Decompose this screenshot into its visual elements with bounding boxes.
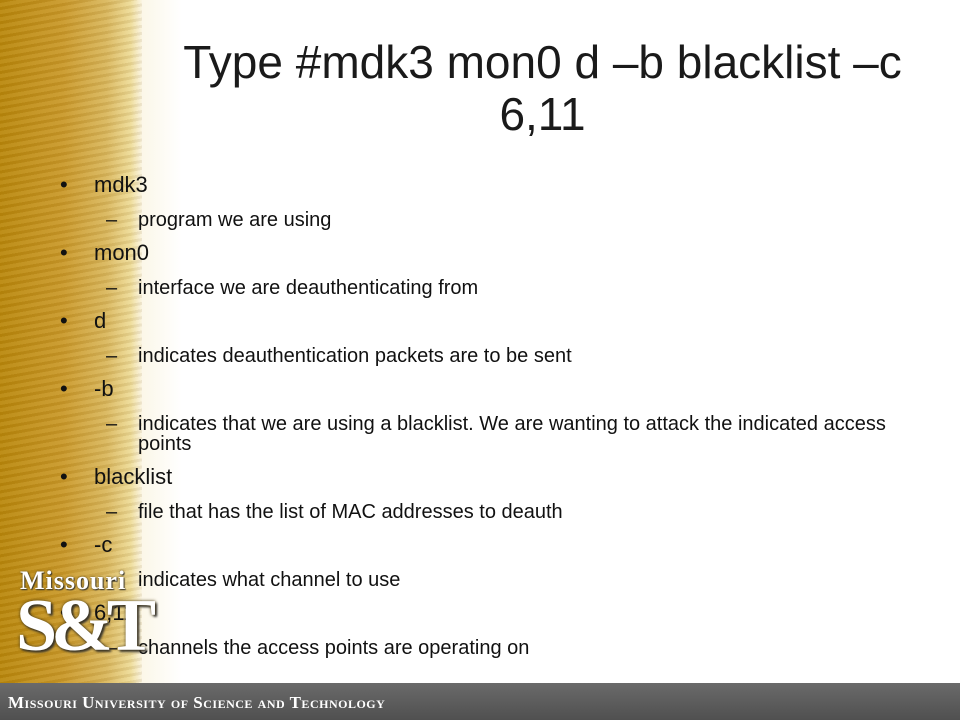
dash: – bbox=[106, 277, 118, 299]
item-term: blacklist bbox=[94, 464, 173, 489]
dash: – bbox=[106, 345, 118, 367]
dash: – bbox=[106, 209, 118, 231]
list-item: • mon0 –interface we are deauthenticating… bbox=[60, 240, 900, 298]
item-desc: indicates what channel to use bbox=[138, 569, 401, 591]
bullet-list: •mdk3 –program we are using •mon0 –inter… bbox=[60, 170, 900, 668]
item-term: -b bbox=[94, 376, 114, 401]
bullet: • bbox=[60, 172, 68, 197]
footer-text: Missouri University of Science and Techn… bbox=[8, 693, 386, 712]
dash: – bbox=[106, 501, 118, 523]
item-desc: channels the access points are operating… bbox=[138, 637, 530, 659]
side-band bbox=[0, 0, 142, 683]
bullet: • bbox=[60, 240, 68, 265]
item-term: 6,11 bbox=[94, 600, 136, 625]
bullet: • bbox=[60, 308, 68, 333]
list-item: • d –indicates deauthentication packets a… bbox=[60, 308, 900, 366]
logo-wordmark: Missouri bbox=[20, 566, 127, 595]
dash: – bbox=[106, 413, 118, 435]
bullet: • bbox=[60, 376, 68, 401]
bullet: • bbox=[60, 464, 68, 489]
slide-title: Type #mdk3 mon0 d –b blacklist –c 6,11 bbox=[183, 36, 902, 140]
list-item: • 6,11 –channels the access points are op… bbox=[60, 600, 900, 658]
item-desc: program we are using bbox=[138, 209, 332, 231]
item-desc: interface we are deauthenticating from bbox=[138, 277, 479, 299]
side-fade bbox=[142, 0, 182, 683]
list-item: • -b –indicates that we are using a black… bbox=[60, 376, 900, 454]
logo-monogram: S&T bbox=[16, 585, 156, 667]
dash: – bbox=[106, 637, 118, 659]
bullet: • bbox=[60, 532, 68, 557]
item-desc: indicates that we are using a blacklist.… bbox=[138, 413, 886, 455]
footer-bar: Missouri University of Science and Techn… bbox=[0, 683, 960, 720]
bullet: • bbox=[60, 600, 68, 625]
item-term: d bbox=[94, 308, 107, 333]
item-term: mdk3 bbox=[94, 172, 148, 197]
list-item: • mdk3 –program we are using bbox=[60, 172, 900, 230]
list-item: • -c –indicates what channel to use bbox=[60, 532, 900, 590]
item-desc: indicates deauthentication packets are t… bbox=[138, 345, 572, 367]
dash: – bbox=[106, 569, 118, 591]
item-desc: file that has the list of MAC addresses … bbox=[138, 501, 563, 523]
list-item: • blacklist –file that has the list of MA… bbox=[60, 464, 900, 522]
item-term: mon0 bbox=[94, 240, 150, 265]
item-term: -c bbox=[94, 532, 113, 557]
university-logo: Missouri S&T bbox=[16, 566, 176, 667]
